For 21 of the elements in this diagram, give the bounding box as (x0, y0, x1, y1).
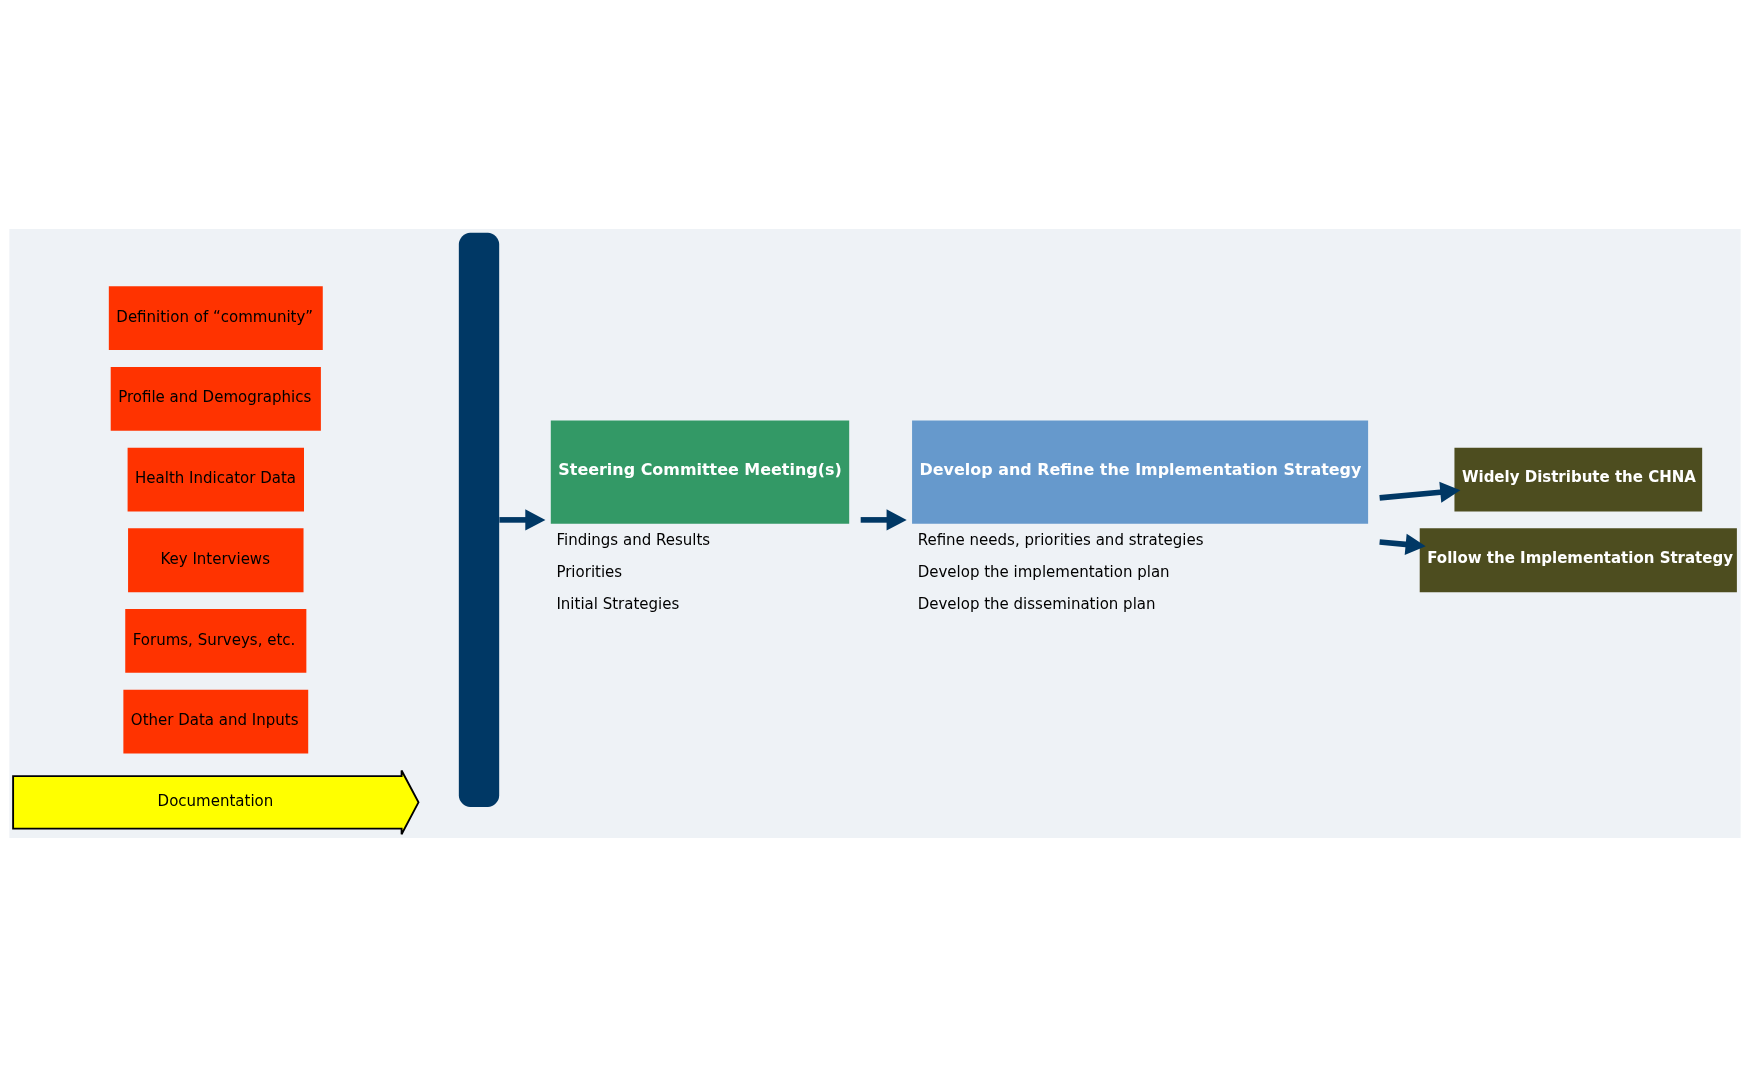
arrow (860, 508, 907, 530)
node-box: Develop and Refine the Implementation Strategy (912, 419, 1369, 524)
node-label: Priorities (556, 562, 623, 581)
node-box: Widely Distribute the CHNA (1454, 447, 1703, 511)
node-label: Findings and Results (556, 530, 711, 549)
node-box: Follow the Implementation Strategy (1419, 527, 1737, 592)
node-box: Steering Committee Meeting(s) (550, 419, 850, 524)
arrow (1379, 533, 1426, 555)
arrow (499, 508, 546, 530)
arrow (1379, 481, 1461, 503)
node-bar (458, 232, 500, 807)
node-label: Develop the dissemination plan (917, 594, 1156, 613)
node-box: Forums, Surveys, etc. (125, 608, 307, 673)
node-label: Refine needs, priorities and strategies (917, 530, 1204, 549)
node-box: Key Interviews (128, 527, 304, 592)
node-label: Initial Strategies (556, 594, 680, 613)
node-box: Health Indicator Data (127, 447, 304, 511)
node-box: Definition of “community” (108, 285, 323, 350)
node-label: Develop the implementation plan (917, 562, 1170, 581)
node-box: Profile and Demographics (110, 366, 321, 431)
node-box: Other Data and Inputs (123, 689, 309, 754)
